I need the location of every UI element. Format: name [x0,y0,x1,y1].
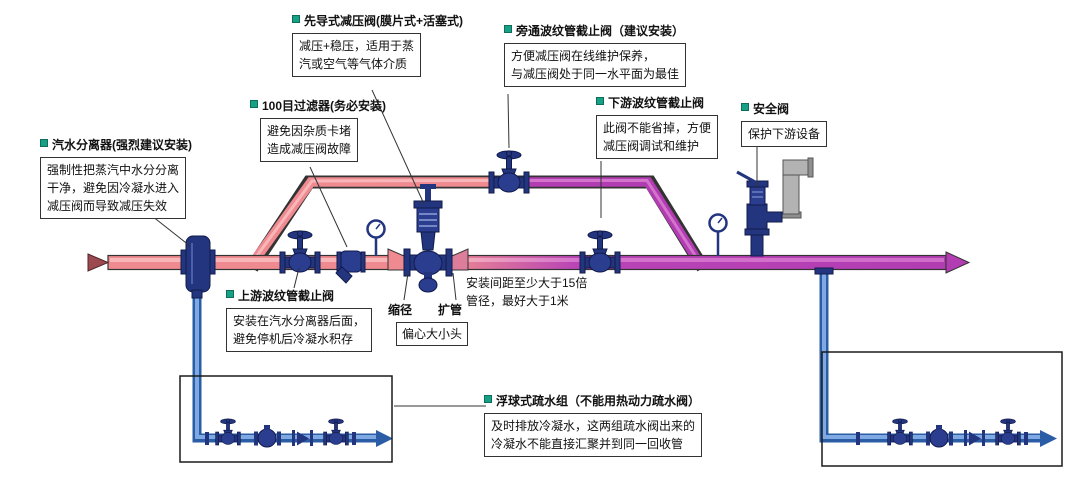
reducer-note: 偏心大小头 [396,322,469,346]
bullet-icon [250,100,258,108]
reducer-label-left: 缩径 [388,303,413,317]
safety-valve-assembly [736,157,814,257]
annotation-prv: 先导式减压阀(膜片式+活塞式) 减压+稳压，适用于蒸 汽或空气等气体介质 [292,12,463,77]
safety-valve-lever [736,170,758,185]
separator-title-text: 汽水分离器(强烈建议安装) [52,138,192,152]
left-trap-box [179,375,393,463]
prv-note: 减压+稳压，适用于蒸 汽或空气等气体介质 [292,33,422,77]
strainer-title-text: 100目过滤器(务必安装) [262,99,387,113]
pressure-gauge-downstream [708,213,728,256]
separator-title: 汽水分离器(强烈建议安装) [40,136,192,153]
bullet-icon [741,103,749,111]
trap-group-note: 及时排放冷凝水，这两组疏水阀出来的 冷凝水不能直接汇聚并到同一回收管 [484,413,703,457]
bullet-icon [40,139,48,147]
downstream-stop-valve [579,230,621,274]
upstream-valve-title-text: 上游波纹管截止阀 [238,289,335,303]
prv-title: 先导式减压阀(膜片式+活塞式) [292,12,463,29]
right-trap-outlet-valve [995,418,1021,446]
downstream-valve-title: 下游波纹管截止阀 [596,94,718,111]
bullet-icon [292,15,300,23]
bypass-valve-note: 方便减压阀在线维护保养， 与减压阀处于同一水平面为最佳 [504,43,687,87]
upstream-valve-title: 上游波纹管截止阀 [226,287,372,304]
right-trap-box [821,351,1063,467]
right-trap-inlet-valve [887,418,913,446]
spacing-note: 安装间距至少大于15倍 管径，最好大于1米 [466,276,588,308]
leader-lines [151,89,758,407]
right-trap-outlet-arrow [1040,430,1057,447]
safety-valve-title-text: 安全阀 [753,102,790,116]
pressure-gauge-upstream [366,219,386,256]
right-float-trap [929,428,949,448]
annotation-trap-group: 浮球式疏水组（不能用热动力疏水阀） 及时排放冷凝水，这两组疏水阀出来的 冷凝水不… [484,392,703,457]
upstream-valve-note: 安装在汽水分离器后面， 避免停机后冷凝水积存 [226,308,373,352]
left-float-trap [257,428,277,448]
reducer-label-right: 扩管 [438,303,463,317]
safety-valve-note: 保护下游设备 [741,121,828,147]
right-check-valve [969,431,981,446]
safety-valve [736,170,783,257]
reducer-inlet [387,248,405,271]
prv-title-text: 先导式减压阀(膜片式+活塞式) [304,14,464,28]
steam-water-separator [180,235,216,299]
trap-group-title: 浮球式疏水组（不能用热动力疏水阀） [484,392,702,409]
condensate-lines [192,267,1057,447]
annotation-safety-valve: 安全阀 保护下游设备 [741,100,828,147]
annotation-downstream-valve: 下游波纹管截止阀 此阀不能省掉，方便 减压阀调试和维护 [596,94,719,159]
flow-in-arrow [87,253,110,272]
bullet-icon [226,290,234,298]
strainer-note: 避免因杂质卡堵 造成减压阀故障 [260,118,359,162]
flow-out-arrow [945,251,971,274]
separator-note: 强制性把蒸汽中水分分离 干净，避免因冷凝水进入 减压阀而导致减压失效 [40,157,187,219]
bypass-valve-title-text: 旁通波纹管截止阀（建议安装） [516,24,685,38]
downstream-valve-title-text: 下游波纹管截止阀 [608,96,705,110]
pressure-reducing-valve [403,184,453,293]
exhaust-pipe-elbow [782,159,812,176]
strainer-title: 100目过滤器(务必安装) [250,97,386,114]
left-check-valve [297,431,309,446]
strainer-100mesh [335,250,366,284]
upstream-stop-valve [279,230,321,274]
annotation-strainer: 100目过滤器(务必安装) 避免因杂质卡堵 造成减压阀故障 [250,97,386,162]
bypass-stop-valve [488,150,530,194]
left-trap-outlet-arrow [376,430,393,447]
drain-tee-flange [814,267,834,275]
expander-outlet [451,248,469,271]
left-trap-outlet-valve [323,418,349,446]
bullet-icon [504,25,512,33]
right-trap-assembly [856,418,1028,448]
trap-group-title-text: 浮球式疏水组（不能用热动力疏水阀） [496,394,701,408]
annotation-upstream-valve: 上游波纹管截止阀 安装在汽水分离器后面， 避免停机后冷凝水积存 [226,287,373,352]
left-trap-inlet-valve [215,418,241,446]
annotation-separator: 汽水分离器(强烈建议安装) 强制性把蒸汽中水分分离 干净，避免因冷凝水进入 减压… [40,136,192,219]
bypass-line [246,175,709,272]
annotation-reducer: 偏心大小头 [396,322,469,346]
bypass-valve-title: 旁通波纹管截止阀（建议安装） [504,22,686,39]
left-trap-assembly [205,418,356,448]
annotation-bypass-valve: 旁通波纹管截止阀（建议安装） 方便减压阀在线维护保养， 与减压阀处于同一水平面为… [504,22,687,87]
safety-valve-title: 安全阀 [741,100,827,117]
bullet-icon [596,97,604,105]
downstream-valve-note: 此阀不能省掉，方便 减压阀调试和维护 [596,115,719,159]
bullet-icon [484,395,492,403]
main-pipe [87,251,971,274]
